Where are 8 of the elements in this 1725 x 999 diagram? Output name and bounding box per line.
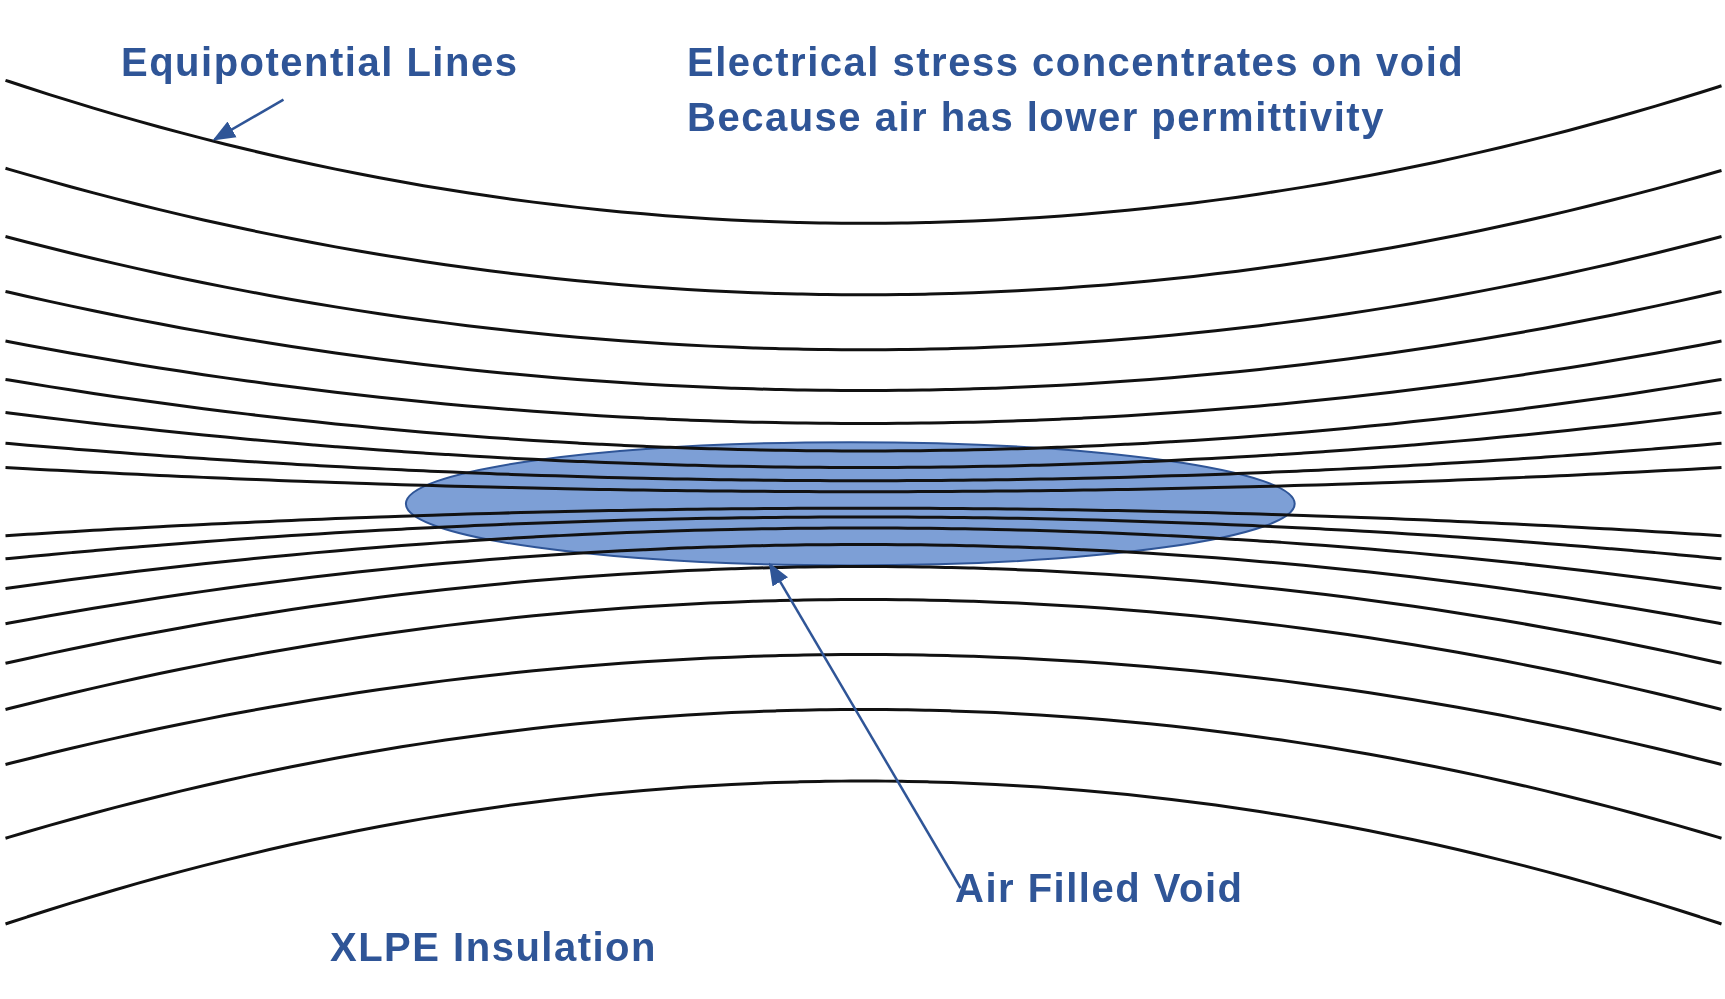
leader-arrow (768, 562, 962, 889)
material-label: XLPE Insulation (330, 925, 657, 969)
callout-label: Equipotential Lines (121, 40, 519, 84)
air-void-ellipse (404, 441, 1296, 567)
callout-label: Air Filled Void (955, 866, 1244, 910)
leader-arrow (212, 98, 285, 141)
note-text: Because air has lower permittivity (687, 95, 1385, 139)
note-text: Electrical stress concentrates on void (687, 40, 1465, 84)
